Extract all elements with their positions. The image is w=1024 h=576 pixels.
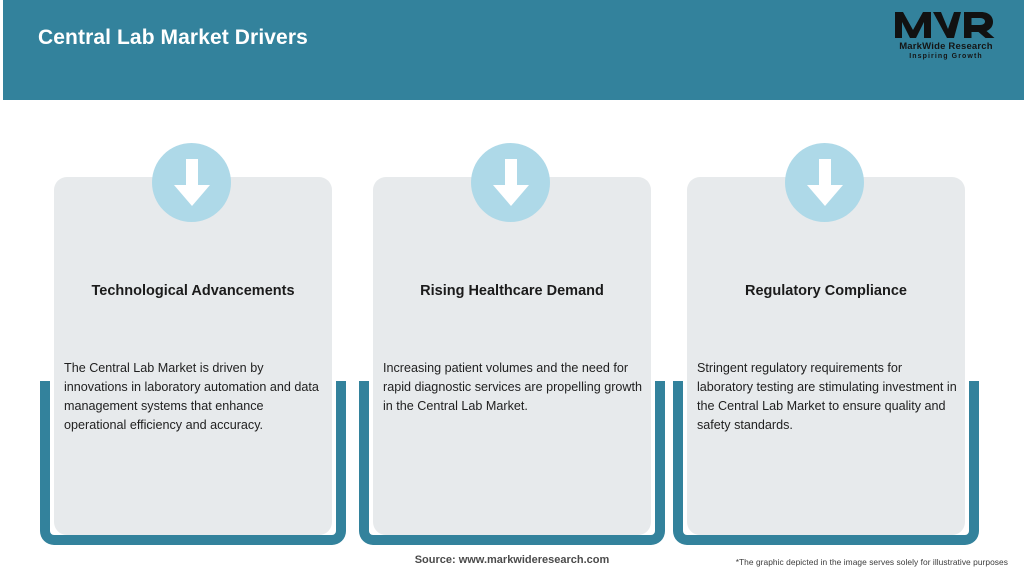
header-bar: [3, 0, 1024, 100]
source-label: Source: www.markwideresearch.com: [414, 554, 610, 566]
logo-tagline: Inspiring Growth: [909, 53, 983, 60]
disclaimer-note: *The graphic depicted in the image serve…: [735, 557, 1008, 567]
card-bracket-accent: [40, 381, 346, 545]
card-panel: Rising Healthcare Demand Increasing pati…: [373, 177, 651, 535]
card-panel: Regulatory Compliance Stringent regulato…: [687, 177, 965, 535]
arrow-down-icon: [785, 143, 864, 222]
driver-card-2[interactable]: Rising Healthcare Demand Increasing pati…: [359, 143, 665, 546]
arrow-down-icon: [152, 143, 231, 222]
brand-logo: MarkWide Research Inspiring Growth: [886, 10, 1006, 68]
logo-mwr-icon: [886, 10, 1006, 40]
page-title: Central Lab Market Drivers: [38, 26, 308, 49]
card-title: Regulatory Compliance: [745, 283, 907, 299]
card-body-text: Increasing patient volumes and the need …: [383, 361, 643, 413]
card-bracket-accent: [359, 381, 665, 545]
card-title: Technological Advancements: [91, 283, 295, 299]
card-body-text: The Central Lab Market is driven by inno…: [64, 361, 319, 432]
arrow-down-icon: [471, 143, 550, 222]
logo-company-name: MarkWide Research: [899, 41, 993, 52]
card-body-text: Stringent regulatory requirements for la…: [697, 361, 957, 432]
card-bracket-accent: [673, 381, 979, 545]
driver-card-1[interactable]: Technological Advancements The Central L…: [40, 143, 346, 546]
card-title: Rising Healthcare Demand: [420, 283, 604, 299]
driver-card-3[interactable]: Regulatory Compliance Stringent regulato…: [673, 143, 979, 546]
card-panel: Technological Advancements The Central L…: [54, 177, 332, 535]
